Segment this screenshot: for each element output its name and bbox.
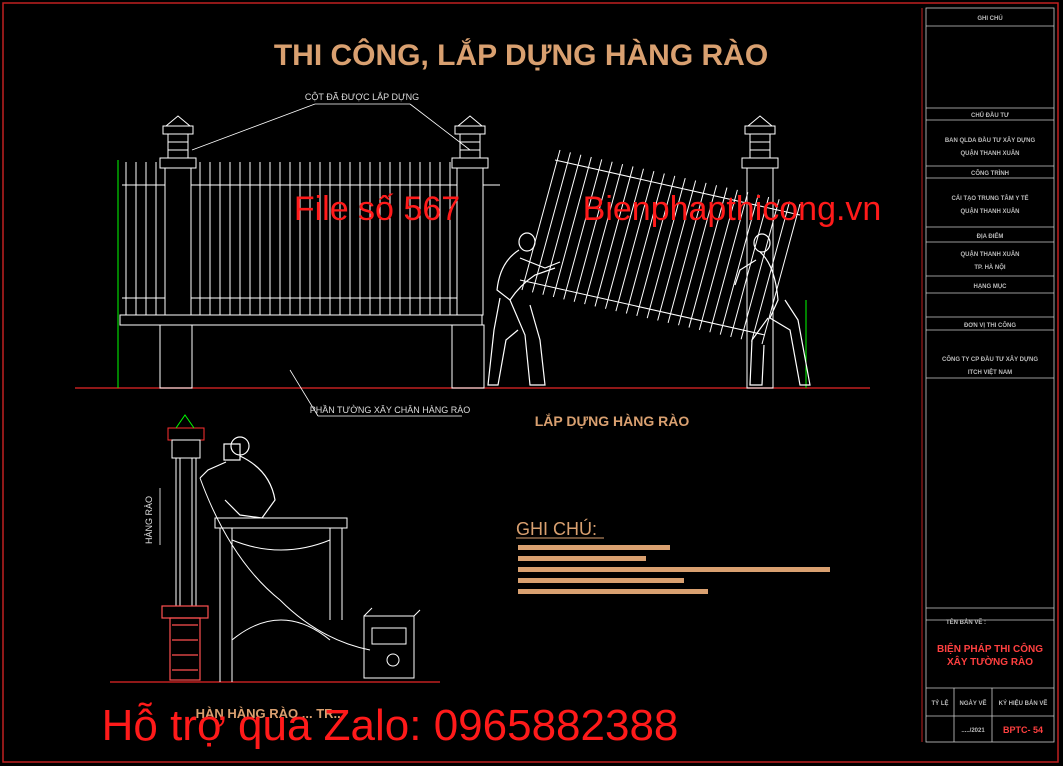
scaffold bbox=[214, 517, 348, 682]
carried-panel-bar bbox=[542, 154, 582, 295]
tb-owner-line2: QUẬN THANH XUÂN bbox=[961, 150, 1020, 157]
fence-vertical-label: HÀNG RÀO bbox=[144, 496, 154, 544]
drawing-title: THI CÔNG, LẮP DỰNG HÀNG RÀO bbox=[274, 38, 768, 72]
note-line-3 bbox=[518, 567, 830, 572]
carried-panel-bar bbox=[531, 152, 571, 293]
worker-right-figure bbox=[734, 233, 811, 386]
carried-panel-bar bbox=[615, 170, 655, 312]
tb-item-label: HẠNG MỤC bbox=[974, 284, 1008, 290]
wall-callout-leader bbox=[289, 369, 462, 417]
tb-code-value: BPTC- 54 bbox=[1003, 725, 1043, 735]
welder-figure bbox=[199, 436, 276, 519]
fence-panel-installed bbox=[122, 162, 500, 315]
carried-panel-bar bbox=[678, 185, 718, 326]
watermark-site: Bienphapthicong.vn bbox=[583, 190, 882, 228]
welding-machine bbox=[363, 607, 421, 679]
note-line-1 bbox=[518, 545, 670, 550]
tb-contractor-line2: ITCH VIỆT NAM bbox=[968, 368, 1012, 376]
carried-panel-bar bbox=[552, 156, 592, 298]
worker-left-figure bbox=[487, 232, 561, 386]
carried-panel-bar bbox=[709, 192, 749, 333]
tb-contractor-label: ĐƠN VỊ THI CÔNG bbox=[964, 321, 1016, 329]
carried-panel-rail bbox=[554, 159, 801, 216]
carried-panel-bar bbox=[751, 201, 791, 342]
carried-panel-rail bbox=[519, 279, 766, 336]
tb-notes-label: GHI CHÚ bbox=[977, 15, 1002, 22]
tb-project-label: CÔNG TRÌNH bbox=[971, 169, 1009, 177]
carried-panel-bar bbox=[594, 166, 634, 307]
caption-erect: LẮP DỰNG HÀNG RÀO bbox=[535, 412, 690, 429]
note-line-5 bbox=[518, 589, 708, 594]
caption-weld: HÀN HÀNG RÀO ... TR... bbox=[196, 706, 345, 721]
carried-panel-bar bbox=[573, 161, 613, 302]
tb-owner-label: CHỦ ĐẦU TƯ bbox=[971, 112, 1009, 119]
tb-project-line2: QUẬN THANH XUÂN bbox=[961, 208, 1020, 215]
carried-panel-bar bbox=[730, 196, 770, 338]
fence-base-wall bbox=[119, 314, 485, 389]
note-line-4 bbox=[518, 578, 684, 583]
tb-location-line2: TP. HÀ NỘI bbox=[974, 263, 1006, 271]
carried-panel-bar bbox=[625, 173, 665, 314]
tb-location-label: ĐỊA ĐIỂM bbox=[977, 233, 1004, 240]
watermark-zalo: Hỗ trợ qua Zalo: 0965882388 bbox=[102, 701, 679, 750]
fence-post-left bbox=[159, 115, 197, 316]
tb-drawing-name-line2: XÂY TƯỜNG RÀO bbox=[947, 655, 1033, 668]
carried-panel-bar bbox=[657, 180, 697, 321]
posts-callout-leader bbox=[191, 103, 471, 151]
tb-drawing-name-label: TÊN BẢN VẼ : bbox=[946, 618, 986, 626]
watermark-file: File số 567 bbox=[294, 190, 460, 228]
carried-panel-bar bbox=[761, 203, 801, 345]
carried-panel-bar bbox=[719, 194, 759, 335]
tb-code-label: KÝ HIỆU BẢN VẼ bbox=[999, 699, 1048, 707]
notes-lines bbox=[518, 545, 830, 594]
tb-owner-line1: BAN QLDA ĐẦU TƯ XÂY DỰNG bbox=[945, 137, 1036, 144]
title-block bbox=[925, 7, 1055, 743]
notes-heading: GHI CHÚ: bbox=[516, 518, 597, 539]
tb-drawing-name-line1: BIỆN PHÁP THI CÔNG bbox=[937, 642, 1043, 655]
tb-project-line1: CẢI TẠO TRUNG TÂM Y TẾ bbox=[951, 195, 1028, 202]
tb-contractor-line1: CÔNG TY CP ĐẦU TƯ XÂY DỰNG bbox=[942, 355, 1038, 363]
carried-panel-bar bbox=[698, 189, 738, 331]
fence-panel-carried bbox=[519, 149, 801, 345]
note-line-2 bbox=[518, 556, 646, 561]
weld-post-detail bbox=[167, 414, 205, 607]
carried-panel-bar bbox=[563, 159, 603, 300]
carried-panel-bar bbox=[521, 149, 561, 291]
tb-date-label: NGÀY VẼ bbox=[960, 700, 987, 707]
tb-location-line1: QUẬN THANH XUÂN bbox=[961, 251, 1020, 258]
posts-callout-label: CỘT ĐÃ ĐƯỢC LẮP DỰNG bbox=[305, 92, 419, 102]
carried-panel-bar bbox=[667, 182, 707, 324]
carried-panel-bar bbox=[646, 178, 686, 319]
welding-cable bbox=[199, 477, 371, 651]
carried-panel-bar bbox=[688, 187, 728, 328]
carried-panel-bar bbox=[636, 175, 676, 316]
tb-scale-label: TỶ LỆ bbox=[931, 699, 948, 707]
weld-post-base bbox=[161, 605, 209, 681]
wall-callout-label: PHẦN TƯỜNG XÂY CHÂN HÀNG RÀO bbox=[310, 405, 471, 415]
carried-panel-bar bbox=[740, 199, 780, 340]
tb-date-value: ...../2021 bbox=[961, 728, 985, 734]
carried-panel-bar bbox=[604, 168, 644, 309]
carried-panel-bar bbox=[584, 163, 624, 305]
